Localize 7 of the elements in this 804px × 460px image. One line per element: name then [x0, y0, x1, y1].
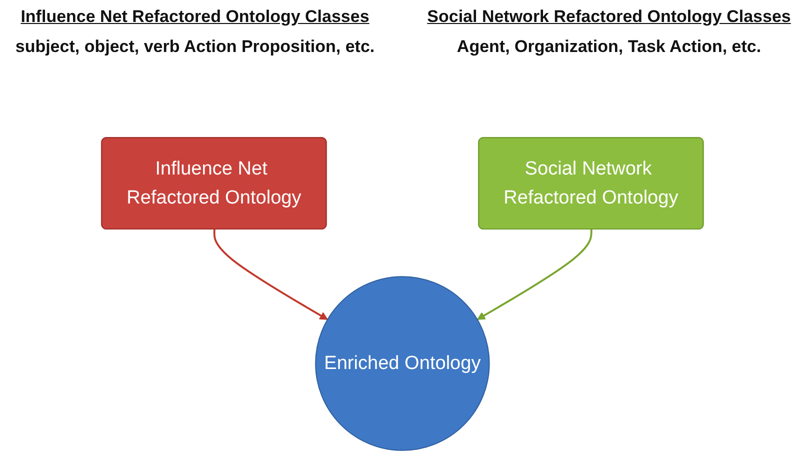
class-list: subject, object, verb Action Proposition, etc. [0, 32, 390, 62]
node-circle: Enriched Ontology [314, 276, 490, 451]
arrow [476, 229, 592, 320]
class-list: Agent, Organization, Task Action, etc. [414, 32, 804, 62]
arrow [212, 229, 328, 320]
heading: Social Network Refactored Ontology Classes [426, 6, 792, 28]
heading: Influence Net Refactored Ontology Classes [20, 6, 370, 28]
